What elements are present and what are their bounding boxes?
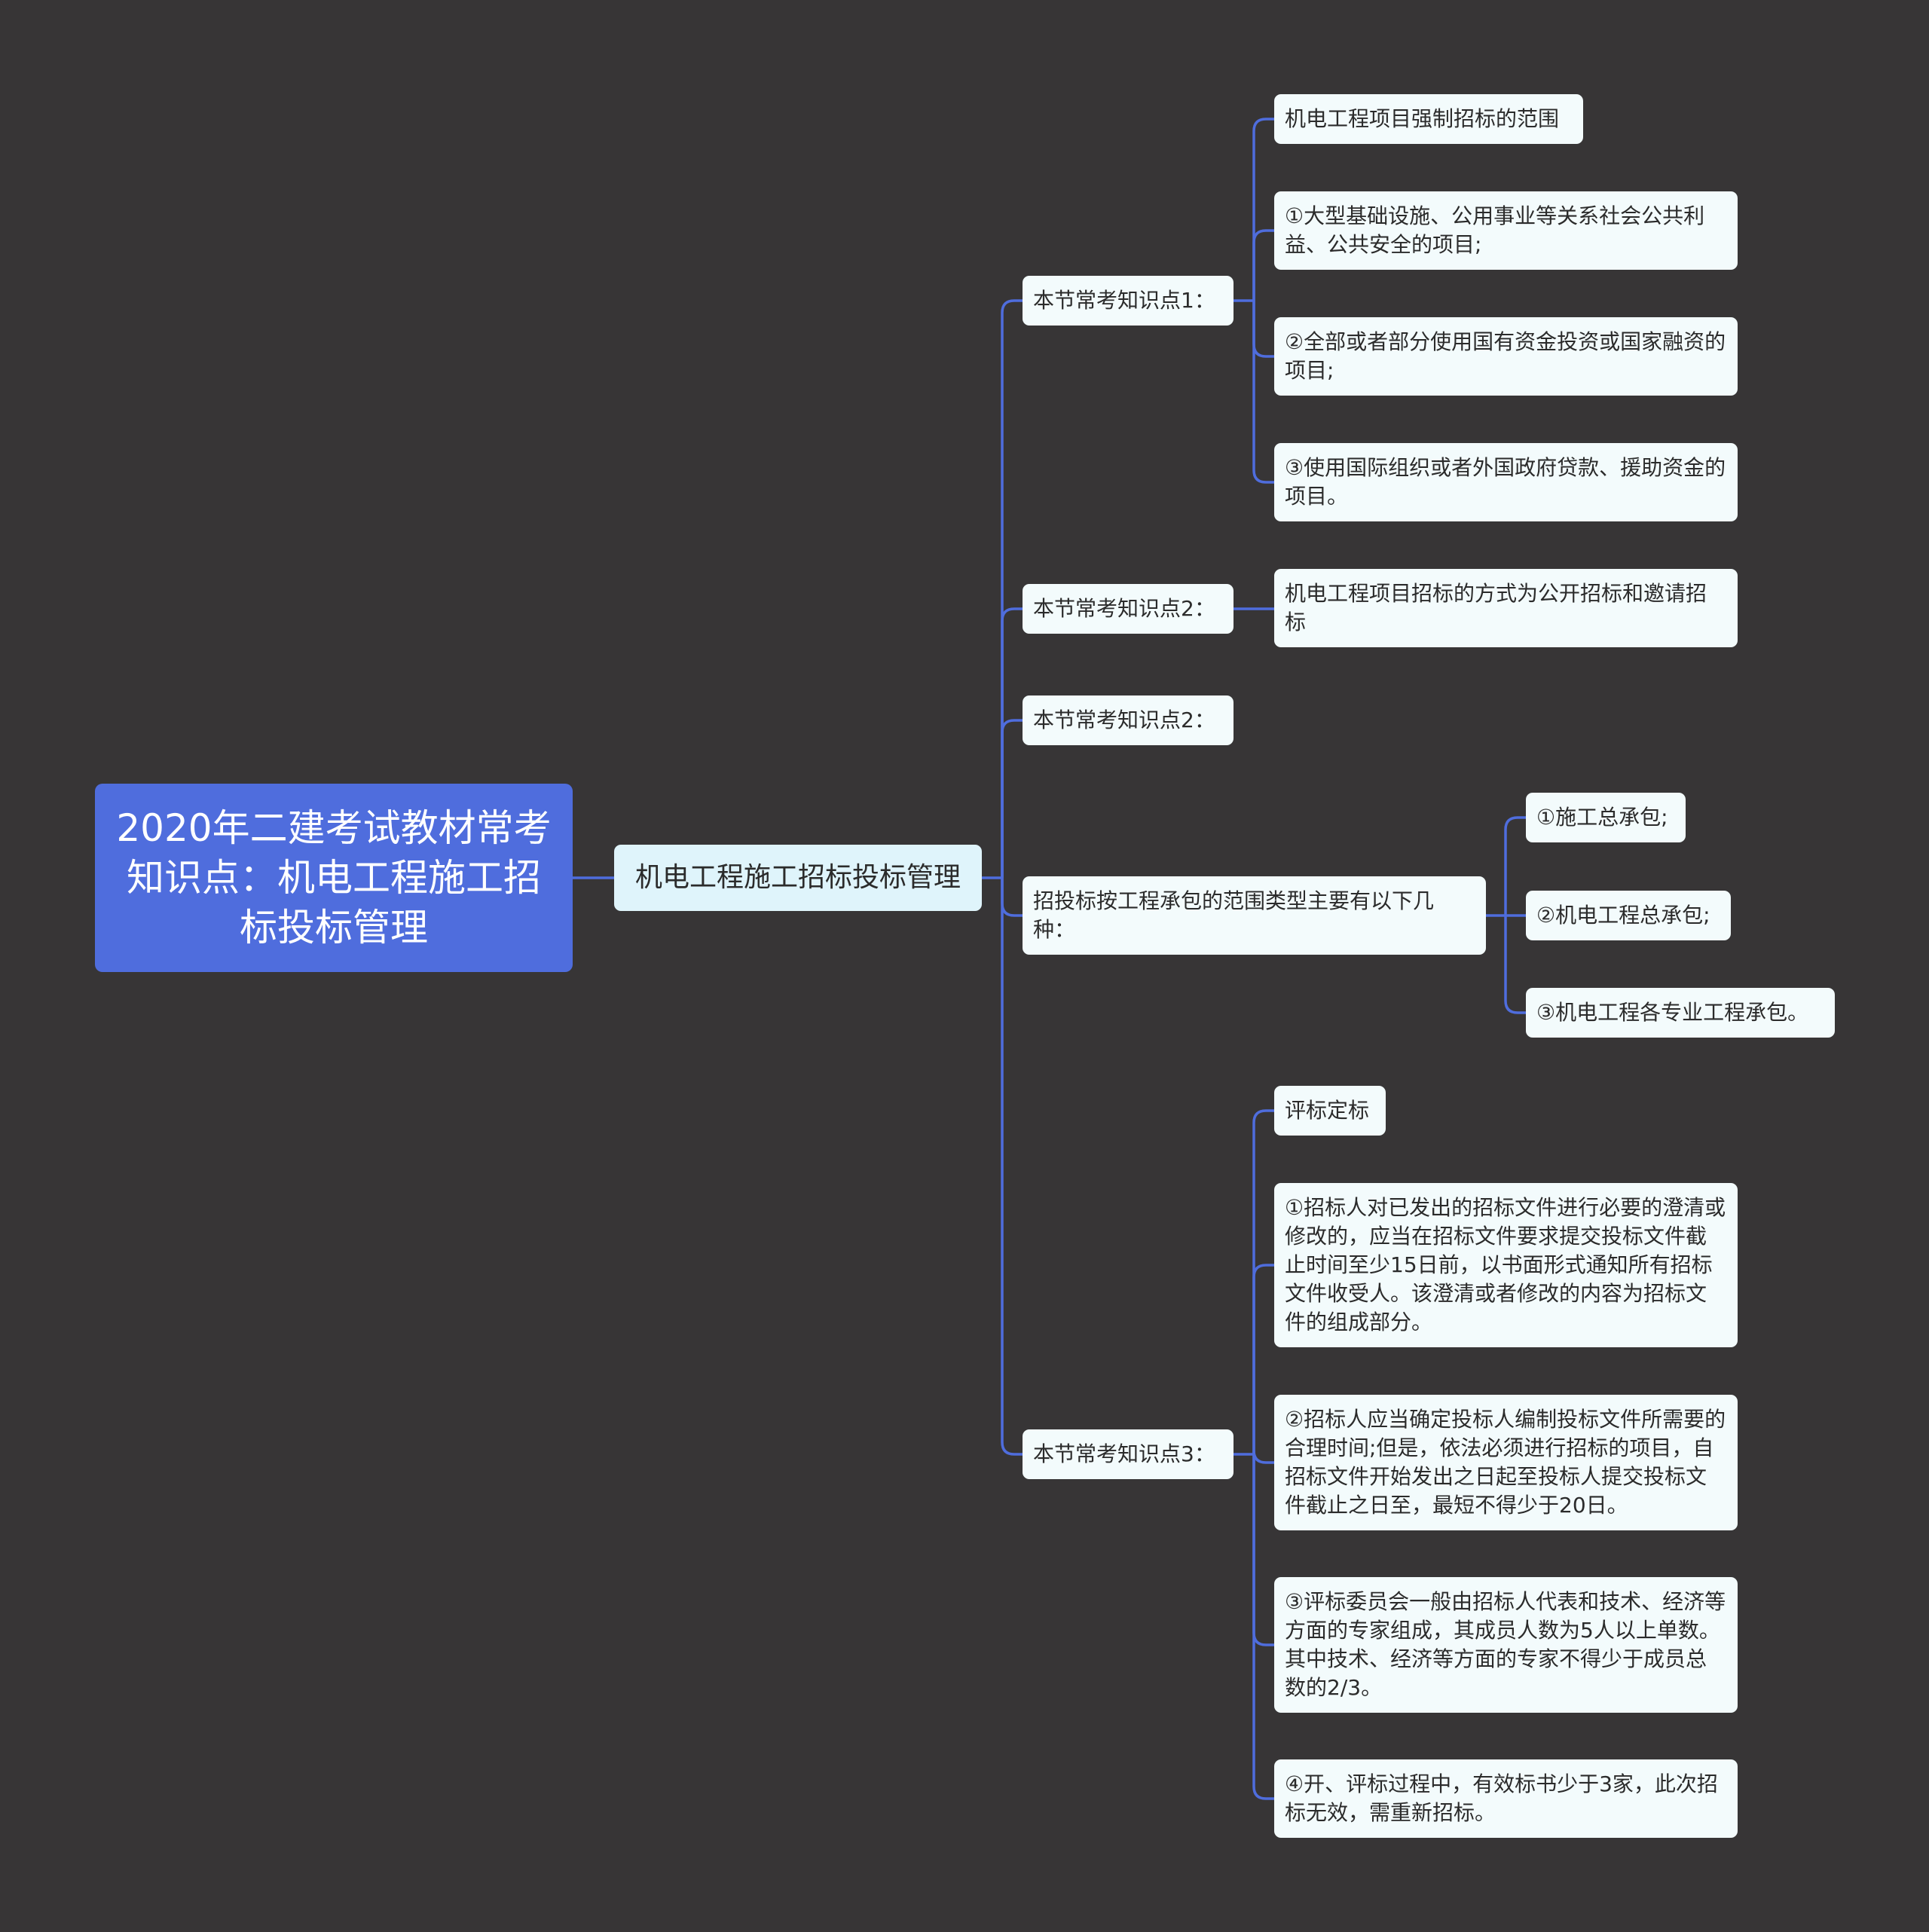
connector-line — [1252, 1264, 1274, 1454]
connector-line — [1252, 229, 1274, 301]
connector-line — [1252, 1109, 1274, 1454]
connector-line — [1252, 1454, 1274, 1646]
connector-line — [1001, 878, 1023, 917]
connector-line — [1504, 916, 1526, 1014]
leaf-node[interactable]: ③评标委员会一般由招标人代表和技术、经济等方面的专家组成，其成员人数为5人以上单… — [1274, 1577, 1738, 1713]
connector-line — [1001, 719, 1023, 878]
leaf-node[interactable]: 机电工程项目招标的方式为公开招标和邀请招标 — [1274, 569, 1738, 647]
leaf-node[interactable]: ③机电工程各专业工程承包。 — [1526, 988, 1835, 1038]
leaf-node[interactable]: ③使用国际组织或者外国政府贷款、援助资金的项目。 — [1274, 443, 1738, 521]
branch-knowledge-point-2[interactable]: 本节常考知识点2： — [1023, 584, 1234, 634]
branch-knowledge-point-2b[interactable]: 本节常考知识点2： — [1023, 695, 1234, 745]
leaf-node[interactable]: 评标定标 — [1274, 1086, 1386, 1136]
leaf-node[interactable]: ②招标人应当确定投标人编制投标文件所需要的合理时间;但是，依法必须进行招标的项目… — [1274, 1395, 1738, 1530]
leaf-node[interactable]: ②机电工程总承包; — [1526, 891, 1731, 940]
leaf-node[interactable]: ④开、评标过程中，有效标书少于3家，此次招标无效，需重新招标。 — [1274, 1759, 1738, 1838]
connector-line — [1252, 301, 1274, 358]
branch-knowledge-point-1[interactable]: 本节常考知识点1： — [1023, 276, 1234, 326]
connector-line — [1001, 299, 1023, 878]
leaf-node[interactable]: ①施工总承包; — [1526, 793, 1686, 842]
root-topic[interactable]: 2020年二建考试教材常考知识点：机电工程施工招标投标管理 — [95, 784, 573, 972]
main-topic[interactable]: 机电工程施工招标投标管理 — [614, 845, 982, 911]
leaf-node[interactable]: 机电工程项目强制招标的范围 — [1274, 94, 1583, 144]
connector-line — [1252, 1450, 1274, 1464]
connector-line — [1001, 607, 1023, 878]
connector-line — [1504, 816, 1526, 916]
connector-line — [1252, 1454, 1274, 1800]
branch-knowledge-point-3[interactable]: 本节常考知识点3： — [1023, 1429, 1234, 1479]
branch-contract-types[interactable]: 招投标按工程承包的范围类型主要有以下几种： — [1023, 876, 1486, 955]
connector-line — [1252, 118, 1274, 301]
leaf-node[interactable]: ②全部或者部分使用国有资金投资或国家融资的项目; — [1274, 317, 1738, 396]
leaf-node[interactable]: ①招标人对已发出的招标文件进行必要的澄清或修改的，应当在招标文件要求提交投标文件… — [1274, 1183, 1738, 1347]
leaf-node[interactable]: ①大型基础设施、公用事业等关系社会公共利益、公共安全的项目; — [1274, 191, 1738, 270]
connector-line — [1001, 878, 1023, 1456]
connector-line — [1252, 301, 1274, 484]
